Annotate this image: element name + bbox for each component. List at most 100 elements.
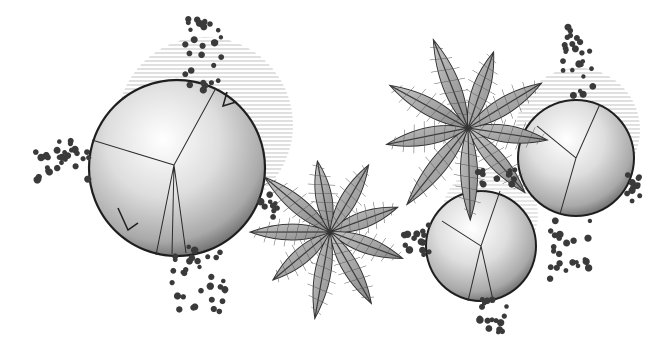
dot [213, 255, 219, 261]
dot [504, 304, 509, 309]
dot [194, 258, 200, 264]
dot [205, 254, 210, 259]
dot [191, 36, 198, 43]
dot [574, 260, 578, 264]
dots-left-sphere-left [33, 138, 91, 184]
dot [502, 314, 507, 319]
dot [187, 51, 193, 57]
dot [183, 267, 188, 272]
dot [624, 191, 630, 197]
dot [209, 80, 214, 85]
dot [420, 229, 426, 235]
dot [506, 172, 511, 177]
dot [221, 279, 226, 284]
dot [485, 318, 491, 324]
dot [188, 28, 192, 32]
dot [589, 83, 596, 90]
dot [170, 280, 175, 285]
dot [86, 155, 91, 160]
dot [570, 238, 576, 244]
dot [84, 176, 91, 183]
dot [68, 141, 73, 146]
dot [588, 219, 592, 223]
dot [64, 152, 71, 159]
dot [54, 165, 60, 171]
dot [188, 67, 195, 74]
dot [587, 49, 592, 54]
dot [630, 185, 636, 191]
dot [563, 240, 570, 247]
dot [426, 249, 431, 254]
dot [548, 264, 554, 270]
dot [218, 54, 224, 60]
dot [200, 86, 207, 93]
dot [190, 305, 196, 311]
dot [216, 78, 221, 83]
dot [572, 45, 579, 52]
dot [637, 193, 642, 198]
dot [268, 200, 273, 205]
dot [186, 258, 193, 265]
dot [46, 168, 53, 175]
dot [570, 92, 577, 99]
dot [81, 156, 86, 161]
dot [57, 155, 62, 160]
dot [73, 163, 79, 169]
dot [194, 17, 200, 23]
dot [54, 147, 61, 154]
dot [630, 199, 635, 204]
dot [59, 160, 64, 165]
dot [217, 250, 223, 256]
dot [575, 60, 582, 67]
dot [198, 288, 204, 294]
dot [217, 309, 223, 315]
dot [419, 247, 426, 254]
dot [182, 71, 188, 77]
dot [581, 74, 585, 78]
sphere-left [89, 80, 265, 256]
dot [511, 176, 517, 182]
dots-small-sphere-bottom [476, 297, 509, 335]
dot [565, 35, 570, 40]
dot [476, 316, 484, 324]
dot [198, 52, 205, 59]
dot [426, 222, 431, 227]
dot [418, 241, 423, 246]
sphere-right [518, 100, 634, 216]
dot [565, 24, 572, 31]
leaf-cluster-center [250, 161, 403, 319]
dot [200, 43, 206, 49]
dot [411, 235, 417, 241]
dots-right-sphere-bottom [547, 217, 592, 281]
dot [402, 233, 407, 238]
dot [480, 181, 487, 188]
dot [208, 274, 214, 280]
dot [216, 28, 221, 33]
dot [257, 198, 264, 205]
dot [186, 20, 191, 25]
dot [33, 149, 39, 155]
dot [219, 35, 223, 39]
dot [266, 191, 273, 198]
dot [479, 304, 485, 310]
dot [273, 201, 278, 206]
dot [556, 260, 562, 266]
dot [176, 306, 182, 312]
dot [197, 265, 201, 269]
dot [43, 152, 50, 159]
dot [207, 21, 213, 27]
dot [486, 325, 493, 332]
dot [552, 248, 556, 252]
dot [636, 182, 640, 186]
dot [585, 264, 592, 271]
dot [547, 276, 553, 282]
dot [583, 257, 587, 261]
dot [560, 58, 566, 64]
dot [421, 252, 426, 257]
dot [191, 247, 199, 255]
dot [497, 319, 504, 326]
dot [207, 283, 214, 290]
dot [552, 217, 559, 224]
dot [270, 214, 276, 220]
